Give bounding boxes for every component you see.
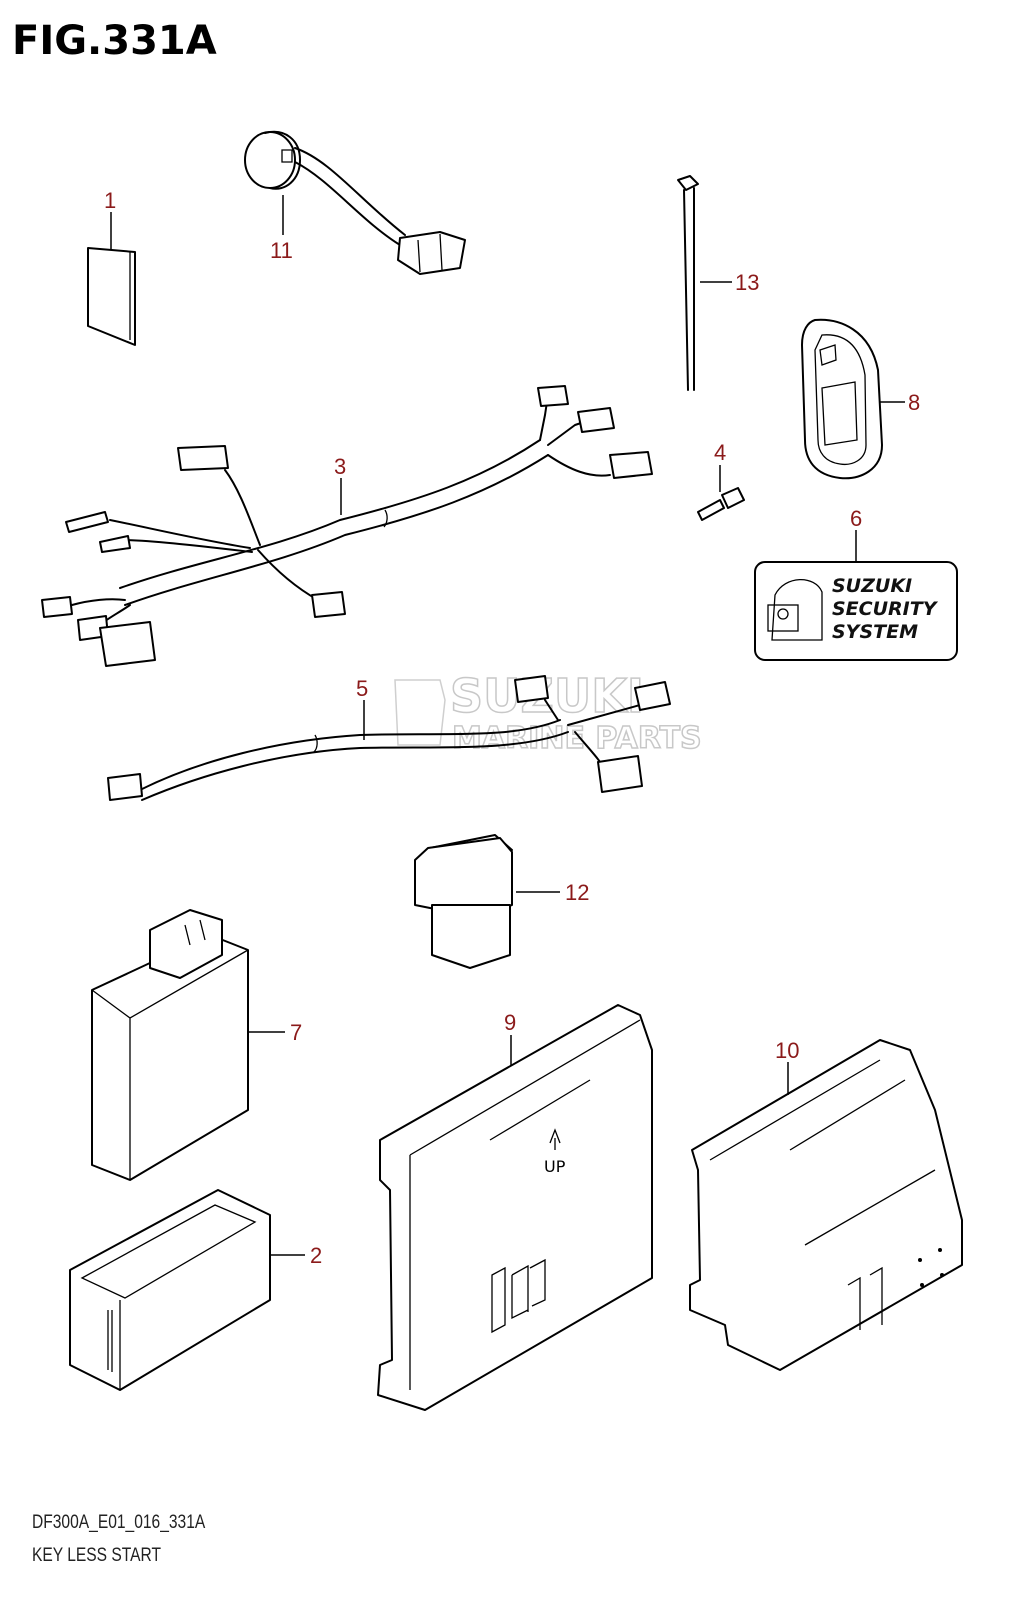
part-12-relay xyxy=(414,834,560,969)
callout-11: 11 xyxy=(270,238,293,263)
watermark: SUZUKI MARINE PARTS xyxy=(394,668,702,757)
part-5-harness xyxy=(107,675,671,801)
callout-10: 10 xyxy=(775,1038,799,1063)
label-line-system: SYSTEM xyxy=(832,621,918,643)
part-8-key-fob xyxy=(801,318,905,480)
callout-1: 1 xyxy=(104,188,116,213)
callout-5: 5 xyxy=(356,676,368,701)
callout-6: 6 xyxy=(850,506,862,531)
part-4-screw xyxy=(697,465,745,521)
callout-labels: 1 11 13 3 8 4 6 5 12 7 9 10 2 xyxy=(104,188,920,1268)
label-line-suzuki: SUZUKI xyxy=(832,575,912,597)
callout-8: 8 xyxy=(908,390,920,415)
callout-13: 13 xyxy=(735,270,759,295)
part-2-holder xyxy=(69,1189,305,1391)
label-line-security: SECURITY xyxy=(832,598,939,620)
callout-7: 7 xyxy=(290,1020,302,1045)
ecu-up-marking: UP xyxy=(544,1157,566,1176)
part-9-ecu: UP xyxy=(377,1004,653,1411)
part-7-module xyxy=(91,909,285,1181)
part-1-card xyxy=(87,212,136,346)
part-10-unit xyxy=(689,1039,963,1371)
part-6-security-label: SUZUKI SECURITY SYSTEM xyxy=(754,530,958,661)
callout-12: 12 xyxy=(565,880,589,905)
part-3-main-harness xyxy=(41,385,653,667)
part-11-harness xyxy=(244,130,466,275)
callout-4: 4 xyxy=(714,440,726,465)
figure-title: FIG.331A xyxy=(12,18,217,64)
figure-code: DF300A_E01_016_331A xyxy=(32,1512,206,1533)
part-13-cable-tie xyxy=(677,175,732,391)
callout-3: 3 xyxy=(334,454,346,479)
watermark-line2: MARINE PARTS xyxy=(452,721,702,756)
figure-caption: KEY LESS START xyxy=(32,1545,162,1566)
callout-9: 9 xyxy=(504,1010,516,1035)
callout-2: 2 xyxy=(310,1243,322,1268)
